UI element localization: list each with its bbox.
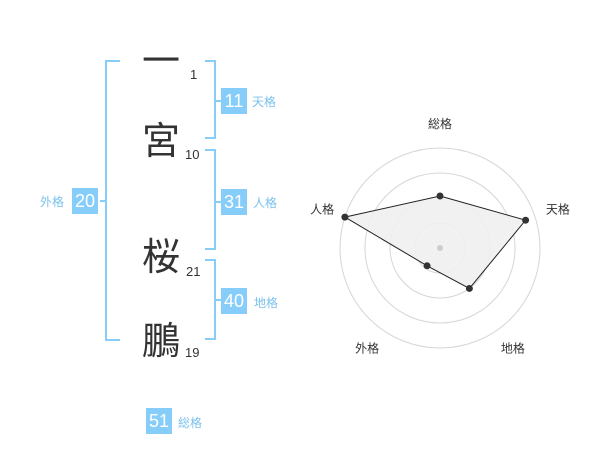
soukaku-badge: 51 [146, 408, 172, 434]
radar-axis-label-4: 外格 [355, 340, 379, 355]
name-char-2: 宮 [142, 119, 181, 163]
gaikaku-badge: 20 [72, 188, 98, 214]
name-char-4: 鵬 [142, 319, 181, 363]
radar-point-1 [436, 192, 444, 200]
jinkaku-badge: 31 [221, 189, 247, 215]
radar-axis-label-1: 総格 [428, 116, 452, 131]
radar-point-3 [465, 284, 473, 292]
gaikaku-label: 外格 [40, 195, 65, 209]
radar-center-dot [437, 245, 443, 251]
stroke-count-4: 19 [185, 345, 200, 360]
chikaku-badge: 40 [221, 288, 247, 314]
name-char-1: 一 [142, 39, 181, 83]
tenkaku-badge: 11 [221, 88, 247, 114]
radar-ring-4 [339, 147, 541, 349]
jinkaku-label: 人格 [253, 196, 278, 210]
radar-axis-label-5: 人格 [310, 202, 334, 217]
stroke-count-2: 10 [185, 147, 200, 162]
stroke-count-1: 1 [190, 67, 198, 82]
radar-axis-label-3: 地格 [501, 340, 525, 355]
soukaku-label: 総格 [178, 416, 203, 430]
chikaku-label: 地格 [254, 296, 279, 310]
jinkaku-bracket [205, 149, 216, 250]
tenkaku-bracket [205, 60, 216, 139]
radar-point-2 [522, 216, 530, 224]
stroke-count-3: 21 [186, 264, 201, 279]
radar-point-4 [423, 262, 431, 270]
radar-axis-label-2: 天格 [546, 202, 570, 217]
radar-point-5 [341, 213, 349, 221]
radar-ring-3 [364, 172, 516, 324]
radar-polygon [343, 195, 527, 290]
tenkaku-label: 天格 [252, 95, 277, 109]
name-char-3: 桜 [142, 235, 181, 279]
